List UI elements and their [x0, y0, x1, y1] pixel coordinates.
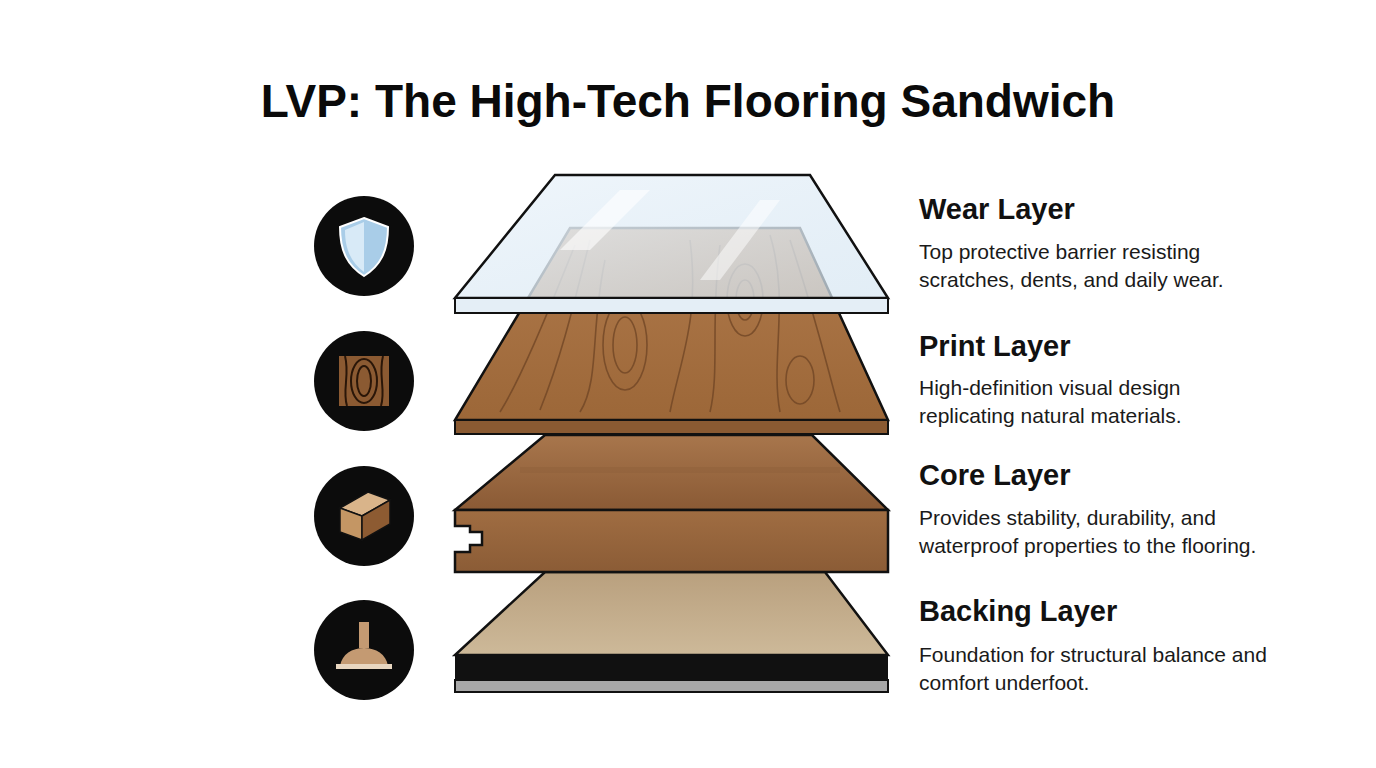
backing-layer: [455, 572, 888, 692]
layer-heading: Core Layer: [919, 459, 1071, 492]
layer-description: Foundation for structural balance and co…: [919, 641, 1269, 697]
wear-layer: [455, 175, 888, 313]
core-layer: [455, 435, 888, 572]
layer-heading: Print Layer: [919, 330, 1071, 363]
layer-description: Provides stability, durability, and wate…: [919, 504, 1304, 560]
diagram-title: LVP: The High-Tech Flooring Sandwich: [0, 74, 1376, 128]
wood-grain-icon: [314, 331, 414, 431]
layer-heading: Wear Layer: [919, 193, 1075, 226]
layer-heading: Backing Layer: [919, 595, 1117, 628]
layer-description: High-definition visual design replicatin…: [919, 374, 1239, 430]
shield-icon: [314, 196, 414, 296]
beam-icon: [314, 466, 414, 566]
layer-description: Top protective barrier resisting scratch…: [919, 238, 1264, 294]
base-icon: [314, 600, 414, 700]
